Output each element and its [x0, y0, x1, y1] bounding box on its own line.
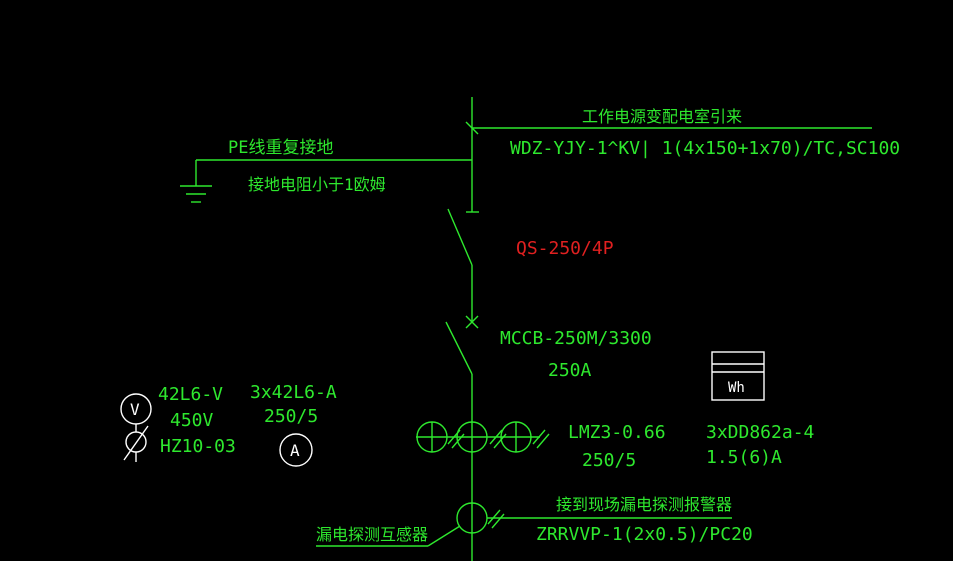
- leak-cable-spec: ZRRVVP-1(2x0.5)/PC20: [536, 524, 753, 545]
- voltmeter-icon: V: [120, 393, 152, 462]
- ammeter-model: 3x42L6-A: [250, 382, 337, 403]
- energy-meter-symbol: Wh: [728, 380, 745, 396]
- ammeter-symbol: A: [290, 441, 300, 460]
- incoming-cable-line: [465, 121, 872, 135]
- meter-model: 3xDD862a-4: [706, 422, 814, 443]
- leakage-ct-icon: [316, 502, 732, 547]
- isolator-switch-icon: [447, 208, 473, 266]
- source-note: 工作电源变配电室引来: [582, 107, 742, 126]
- leak-transformer-label: 漏电探测互感器: [316, 525, 428, 544]
- main-feeder-line: [466, 97, 479, 561]
- circuit-breaker-icon: [445, 315, 479, 375]
- meter-rating: 1.5(6)A: [706, 447, 782, 468]
- breaker-model: MCCB-250M/3300: [500, 328, 652, 349]
- ammeter-ratio: 250/5: [264, 406, 318, 427]
- incoming-cable-spec: WDZ-YJY-1^KV| 1(4x150+1x70)/TC,SC100: [510, 138, 900, 159]
- ct-ratio: 250/5: [582, 450, 636, 471]
- ammeter-icon: A: [279, 433, 313, 467]
- leak-detector-note: 接到现场漏电探测报警器: [556, 495, 732, 514]
- current-transformer-icon: [416, 421, 550, 453]
- voltmeter-range: 450V: [170, 410, 214, 431]
- pe-ground-line: [195, 159, 472, 186]
- energy-meter-icon: Wh: [711, 351, 765, 401]
- pe-note: PE线重复接地: [228, 138, 333, 158]
- voltmeter-symbol: V: [130, 400, 140, 419]
- voltmeter-switch: HZ10-03: [160, 436, 236, 457]
- ground-resistance-note: 接地电阻小于1欧姆: [248, 175, 386, 194]
- ground-icon: [180, 185, 212, 203]
- breaker-rating: 250A: [548, 360, 592, 381]
- voltmeter-model: 42L6-V: [158, 384, 223, 405]
- ct-model: LMZ3-0.66: [568, 422, 666, 443]
- isolator-label: QS-250/4P: [516, 238, 614, 259]
